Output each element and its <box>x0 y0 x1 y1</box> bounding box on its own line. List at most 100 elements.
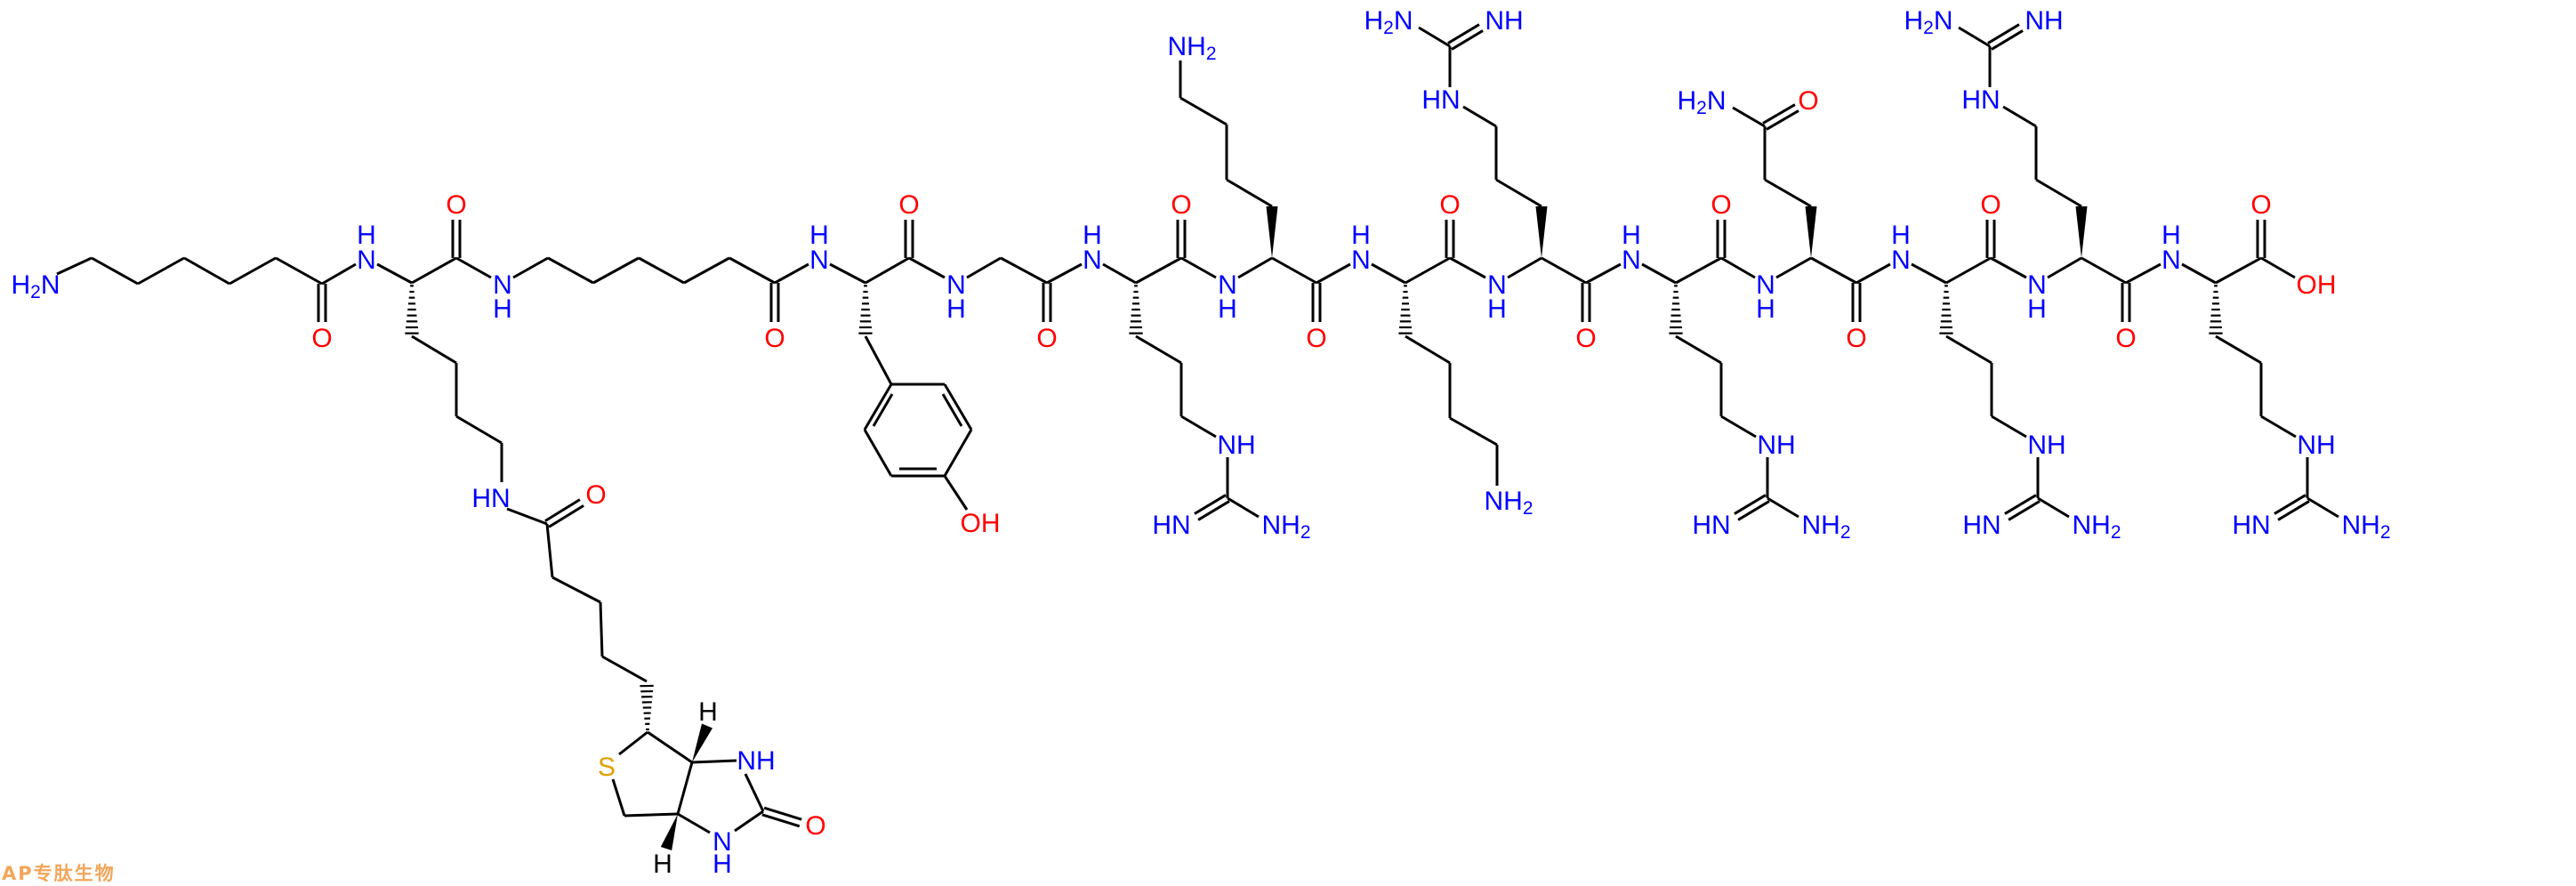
atom-label-O: O <box>1306 324 1326 353</box>
single-bond <box>1001 258 1047 283</box>
single-bond <box>322 264 356 284</box>
single-bond <box>2003 107 2036 126</box>
atom-label-H: H <box>653 850 672 879</box>
single-bond <box>2182 264 2216 283</box>
single-bond <box>735 811 763 831</box>
single-bond <box>2216 258 2261 283</box>
double-bond <box>1043 283 1051 322</box>
single-bond <box>1642 264 1676 283</box>
single-bond <box>745 774 763 811</box>
single-bond <box>678 814 710 833</box>
double-bond <box>1446 220 1453 258</box>
single-bond <box>1721 258 1755 278</box>
single-bond <box>548 258 593 283</box>
hashed-stereo-bond <box>405 286 418 333</box>
atom-label-N: NH <box>1757 431 1795 460</box>
single-bond <box>92 258 138 284</box>
single-bond <box>865 258 909 283</box>
single-bond <box>1508 258 1542 278</box>
single-bond <box>613 779 624 816</box>
single-bond <box>2081 258 2126 283</box>
single-bond <box>1959 28 1990 46</box>
double-bond <box>2122 283 2129 322</box>
single-bond <box>1180 98 1227 125</box>
single-bond <box>2216 336 2261 363</box>
atom-label-O: O <box>1439 190 1460 220</box>
single-bond <box>1946 336 1992 363</box>
single-bond <box>184 258 229 284</box>
single-bond <box>1811 258 1856 283</box>
atom-label-O: O <box>805 811 825 841</box>
single-bond <box>412 258 456 283</box>
single-bond <box>1372 264 1405 283</box>
single-bond <box>1450 418 1497 445</box>
atom-label-O: O <box>1036 324 1057 353</box>
atom-label-O: O <box>1575 324 1596 353</box>
single-bond <box>2307 498 2339 517</box>
single-bond <box>865 336 891 384</box>
single-bond <box>276 258 322 284</box>
single-bond <box>229 258 276 284</box>
double-bond <box>1735 495 1769 520</box>
double-bond <box>2005 495 2040 520</box>
atom-label-O: O <box>1846 324 1866 353</box>
single-bond <box>456 258 491 278</box>
atom-label-N: HN <box>1152 511 1190 540</box>
single-bond <box>1765 180 1811 206</box>
hashed-stereo-bond <box>1669 286 1682 333</box>
atom-label-O: O <box>311 324 332 353</box>
atom-label-O: O <box>2250 190 2271 220</box>
double-bond <box>762 808 801 826</box>
single-bond <box>1542 258 1586 283</box>
atom-label-N: H2N <box>11 270 60 302</box>
atom-label-layer: H2NONHONHONHONHONHONHONHONHONHONHONHONHO… <box>11 6 2390 879</box>
atom-label-N: H <box>712 850 732 879</box>
atom-label-N: NH <box>2027 431 2065 460</box>
atom-label-N: HN <box>1962 511 2000 540</box>
atom-label-N: H <box>1487 294 1507 324</box>
atom-label-N: NH2 <box>1484 487 1533 519</box>
atom-label-O: OH <box>2296 270 2336 300</box>
single-bond <box>865 430 891 476</box>
double-bond <box>1718 220 1725 258</box>
single-bond <box>600 602 602 656</box>
wedge-stereo-bond <box>1806 206 1817 258</box>
double-bond <box>771 283 778 322</box>
double-bond <box>1195 495 1229 520</box>
single-bond <box>775 264 809 283</box>
single-bond <box>57 258 92 274</box>
double-bond <box>318 284 326 322</box>
single-bond <box>1227 180 1272 206</box>
single-bond <box>1721 416 1756 437</box>
single-bond <box>1992 416 2026 437</box>
single-bond <box>1228 498 1259 517</box>
double-bond <box>1448 25 1483 50</box>
single-bond <box>830 264 865 283</box>
atom-label-N: H <box>1083 221 1102 250</box>
atom-label-O: O <box>1980 190 2000 220</box>
single-bond <box>1181 416 1216 437</box>
atom-label-N: H <box>809 221 829 250</box>
double-bond <box>2274 495 2309 520</box>
atom-label-N: H <box>2161 221 2181 250</box>
single-bond <box>2126 264 2161 283</box>
wedge-stereo-bond <box>1267 206 1278 258</box>
atom-label-N: HN <box>1692 511 1730 540</box>
single-bond <box>639 258 684 283</box>
atom-label-O: O <box>446 190 466 220</box>
single-bond <box>692 761 737 762</box>
single-bond <box>2048 258 2081 278</box>
single-bond <box>1767 498 1799 517</box>
single-bond <box>1676 336 1721 363</box>
hashed-stereo-bond <box>858 286 872 333</box>
atom-label-N: NH2 <box>1167 32 1216 64</box>
single-bond <box>945 476 967 510</box>
single-bond <box>507 509 547 524</box>
single-bond <box>1103 264 1136 283</box>
hashed-stereo-bond <box>2209 286 2222 333</box>
single-bond <box>1136 258 1181 283</box>
atom-label-N: H <box>1756 294 1775 324</box>
hashed-stereo-bond <box>1939 286 1952 333</box>
atom-label-N: H <box>946 294 966 324</box>
atom-label-N: H <box>2027 294 2047 324</box>
